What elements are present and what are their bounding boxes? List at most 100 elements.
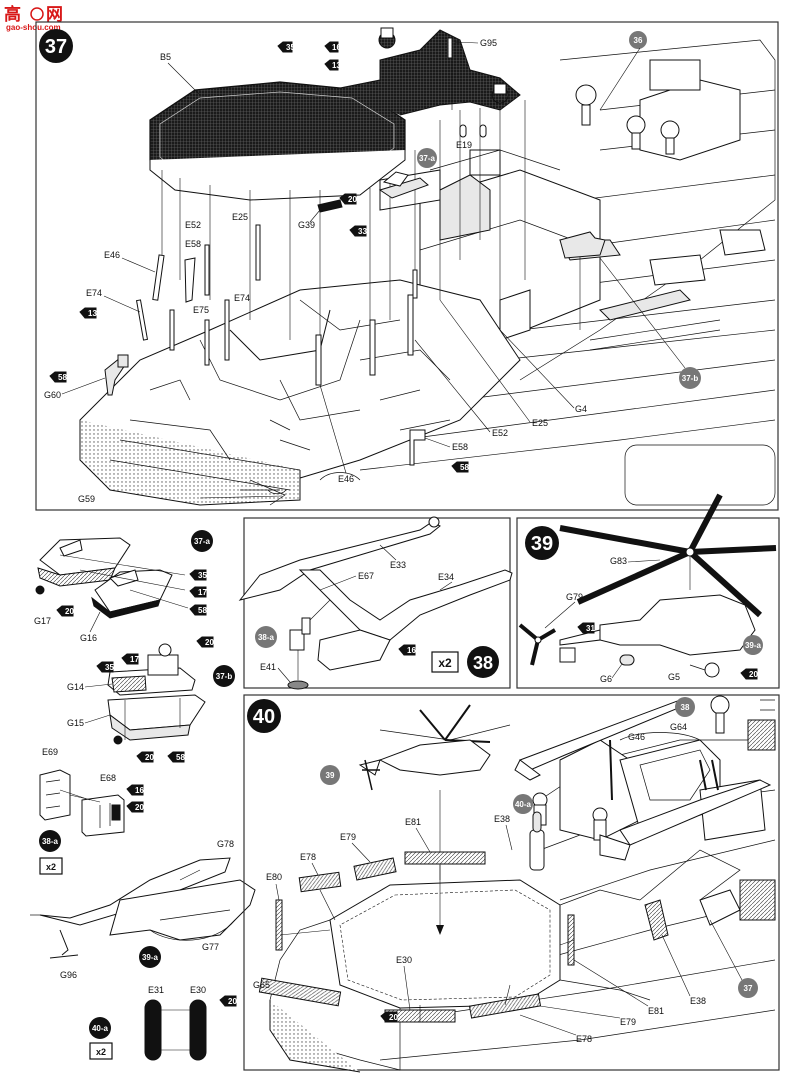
ref-39a-badge-label: 39-a xyxy=(142,953,159,962)
small-parts-37 xyxy=(104,37,606,499)
label-G60: G60 xyxy=(44,390,61,400)
railing-parts xyxy=(258,851,669,1023)
ref-39-icon xyxy=(320,765,340,785)
label-E33: E33 xyxy=(390,560,406,570)
label-E74-mid: E74 xyxy=(234,293,250,303)
multiplier-box-38 xyxy=(431,651,459,673)
label-B5: B5 xyxy=(160,52,171,62)
subassembly-37a: 37-a 35 17 58 20 G17 G16 xyxy=(34,530,213,643)
heli-deck-b5 xyxy=(149,27,521,201)
subassembly-39a: G78 G77 G96 39-a xyxy=(30,839,256,980)
panel-step-37: 37 36 37-a 37-b 35 16 13 20 33 13 58 58 xyxy=(35,21,779,511)
label-E34: E34 xyxy=(438,572,454,582)
watermark-logo: 高 网 gao-shou.com xyxy=(4,4,63,32)
ship-hull-background xyxy=(359,39,776,506)
subassembly-38a: E69 E68 16 20 38-a x2 xyxy=(39,747,144,875)
label-E31: E31 xyxy=(148,985,164,995)
star-17-37b: 17 xyxy=(130,655,139,664)
star-20-37b-low: 20 xyxy=(145,753,154,762)
star-20-40a: 20 xyxy=(228,997,237,1006)
label-E81-bottom: E81 xyxy=(648,1006,664,1016)
label-E25-top: E25 xyxy=(232,212,248,222)
star-16-label: 16 xyxy=(332,43,341,52)
subassembly-37b: 37-b 20 35 17 20 58 G14 G15 xyxy=(67,636,235,763)
ref-37-icon-label: 37 xyxy=(744,984,753,993)
ref-38-icon xyxy=(675,697,695,717)
star-20-40: 20 xyxy=(389,1013,398,1022)
label-G95: G95 xyxy=(480,38,497,48)
label-G17: G17 xyxy=(34,616,51,626)
multiplier-38: x2 xyxy=(438,656,452,670)
helicopter-flying xyxy=(358,704,511,791)
label-G78: G78 xyxy=(217,839,234,849)
watermark-glyph-1: 高 xyxy=(4,4,21,24)
star-35-37a: 35 xyxy=(198,571,207,580)
label-E67: E67 xyxy=(358,571,374,581)
star-13-label: 13 xyxy=(332,61,341,70)
star-16-38a: 16 xyxy=(135,786,144,795)
step-40-badge xyxy=(247,699,281,733)
star-20-39: 20 xyxy=(749,670,758,679)
panel-40-frame xyxy=(243,694,780,1071)
star-13b-label: 13 xyxy=(88,309,97,318)
step-39-number: 39 xyxy=(531,533,553,555)
ref-39a-badge xyxy=(139,946,161,968)
label-E52-bottom: E52 xyxy=(492,428,508,438)
label-G65: G65 xyxy=(253,980,270,990)
label-G5: G5 xyxy=(668,672,680,682)
ref-38a-icon xyxy=(255,626,277,648)
star-31-39: 31 xyxy=(586,624,595,633)
star-33-label: 33 xyxy=(358,227,367,236)
label-G4: G4 xyxy=(575,404,587,414)
ref-37a-badge-label: 37-a xyxy=(194,537,211,546)
multiplier-box-40a xyxy=(89,1042,113,1060)
label-G96: G96 xyxy=(60,970,77,980)
step-38-number: 38 xyxy=(473,653,493,673)
label-E30: E30 xyxy=(190,985,206,995)
star-markers-37: 35 16 13 20 33 13 58 58 xyxy=(49,41,469,473)
step-37-number: 37 xyxy=(45,36,67,58)
label-E19: E19 xyxy=(456,140,472,150)
label-E68: E68 xyxy=(100,773,116,783)
label-E81-top: E81 xyxy=(405,817,421,827)
label-G15: G15 xyxy=(67,718,84,728)
label-E79-top: E79 xyxy=(340,832,356,842)
label-E74-left: E74 xyxy=(86,288,102,298)
label-G46: G46 xyxy=(628,732,645,742)
label-G83: G83 xyxy=(610,556,627,566)
label-G14: G14 xyxy=(67,682,84,692)
star-20-label: 20 xyxy=(348,195,357,204)
label-E58-top: E58 xyxy=(185,239,201,249)
label-E52-top: E52 xyxy=(185,220,201,230)
star-58-37b: 58 xyxy=(176,753,185,762)
label-E25-bottom: E25 xyxy=(532,418,548,428)
star-35-label: 35 xyxy=(286,43,295,52)
panel-39-frame xyxy=(516,517,780,689)
ref-40a-badge xyxy=(89,1017,111,1039)
panel-step-39: G83 G79 G6 G5 39-a 31 20 39 xyxy=(516,493,780,689)
label-E78-bottom: E78 xyxy=(576,1034,592,1044)
step-37-badge xyxy=(39,29,73,63)
ref-36-icon xyxy=(629,31,647,49)
label-E78-top: E78 xyxy=(300,852,316,862)
star-16-38: 16 xyxy=(407,646,416,655)
mast-parts-40 xyxy=(529,739,741,926)
star-58-label: 58 xyxy=(58,373,67,382)
ref-40a-icon xyxy=(513,794,533,814)
ref-37b-icon xyxy=(679,367,701,389)
label-G79: G79 xyxy=(566,592,583,602)
subassembly-40a: E31 E30 20 40-a x2 xyxy=(89,985,237,1061)
ref-38a-badge-label: 38-a xyxy=(42,837,59,846)
star-58-37a: 58 xyxy=(198,606,207,615)
ref-38-icon-label: 38 xyxy=(681,703,690,712)
label-E46-top: E46 xyxy=(104,250,120,260)
label-E46-bottom: E46 xyxy=(338,474,354,484)
star-20-37a: 20 xyxy=(65,607,74,616)
label-E69: E69 xyxy=(42,747,58,757)
label-G59: G59 xyxy=(78,494,95,504)
ref-40a-icon-label: 40-a xyxy=(515,800,532,809)
label-E58-bottom: E58 xyxy=(452,442,468,452)
label-G64: G64 xyxy=(670,722,687,732)
ref-36-label: 36 xyxy=(634,36,643,45)
watermark-ball-icon xyxy=(30,7,44,21)
